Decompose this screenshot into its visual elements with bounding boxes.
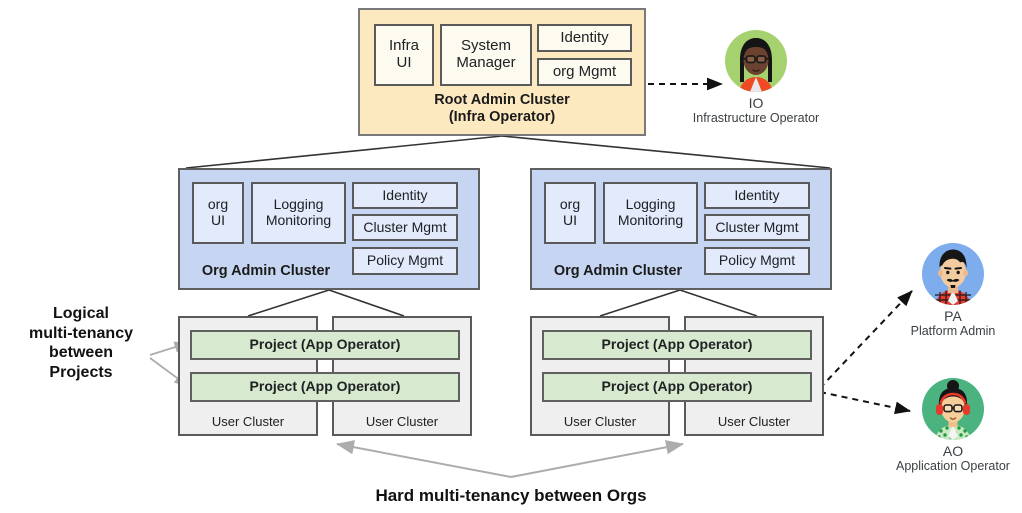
project-b1[interactable]: Project (App Operator) [542, 330, 812, 360]
org-b-component-org-ui[interactable]: org UI [544, 182, 596, 244]
root-component-system-manager-line1: System [460, 37, 511, 55]
root-component-infra-ui[interactable]: Infra UI [374, 24, 434, 86]
persona-pa-abbr: PA [944, 308, 962, 324]
project-b2[interactable]: Project (App Operator) [542, 372, 812, 402]
user-cluster-b1-label: User Cluster [563, 414, 637, 429]
logical-multitenancy-label-line1: Logical [52, 305, 109, 322]
root-component-infra-ui-line1: Infra [388, 37, 419, 55]
logical-multitenancy-label-line3: between [48, 344, 113, 362]
project-to-ao-dashed-arrow [819, 391, 911, 415]
woman-glasses-avatar-icon [725, 30, 787, 92]
user-cluster-a2-label: User Cluster [365, 414, 439, 429]
pa-avatar-svg [935, 249, 971, 305]
persona-ao[interactable]: AO Application Operator [878, 378, 1022, 474]
project-a1[interactable]: Project (App Operator) [190, 330, 460, 360]
org-b-component-logging-monitoring-line2: Monitoring [617, 212, 684, 228]
org-b-component-cluster-mgmt[interactable]: Cluster Mgmt [704, 214, 810, 241]
org-a-component-logging-monitoring-line2: Monitoring [265, 212, 332, 228]
root-admin-cluster-title: Root Admin Cluster (Infra Operator) [358, 92, 646, 126]
persona-io-abbr: IO [748, 95, 764, 111]
root-component-system-manager[interactable]: System Manager [440, 24, 532, 86]
hard-tenancy-double-arrow [336, 440, 684, 478]
org-b-component-identity[interactable]: Identity [704, 182, 810, 209]
man-mustache-avatar-icon [922, 243, 984, 305]
persona-pa-role: Platform Admin [910, 324, 996, 339]
io-avatar-svg [739, 38, 773, 92]
project-to-pa-dashed-arrow [819, 290, 913, 389]
woman-headphones-avatar-icon [922, 378, 984, 440]
org-a-component-policy-mgmt[interactable]: Policy Mgmt [352, 247, 458, 275]
logical-multitenancy-label-line4: Projects [49, 363, 113, 381]
org-b-component-org-ui-line2: UI [563, 212, 577, 228]
org-b-component-org-ui-line1: org [559, 196, 581, 213]
org-a-component-org-ui[interactable]: org UI [192, 182, 244, 244]
org-b-component-logging-monitoring-line1: Logging [625, 196, 676, 213]
root-component-identity[interactable]: Identity [537, 24, 632, 52]
org-a-component-logging-monitoring-line1: Logging [273, 196, 324, 213]
root-component-org-mgmt[interactable]: org Mgmt [537, 58, 632, 86]
org-b-to-user-cluster-connectors [599, 289, 758, 317]
user-cluster-b2-label: User Cluster [717, 414, 791, 429]
logical-multitenancy-label: Logical multi-tenancy between Projects [16, 304, 146, 382]
org-a-to-user-cluster-connectors [247, 289, 405, 317]
org-a-component-org-ui-line2: UI [211, 212, 225, 228]
org-admin-cluster-b-title: Org Admin Cluster [553, 263, 683, 279]
root-admin-cluster-title-line1: Root Admin Cluster [434, 92, 570, 108]
org-a-component-logging-monitoring[interactable]: Logging Monitoring [251, 182, 346, 244]
org-admin-cluster-a-title: Org Admin Cluster [201, 263, 331, 279]
org-b-component-policy-mgmt[interactable]: Policy Mgmt [704, 247, 810, 275]
persona-ao-abbr: AO [942, 443, 964, 459]
persona-io-role: Infrastructure Operator [692, 111, 820, 126]
org-a-component-cluster-mgmt[interactable]: Cluster Mgmt [352, 214, 458, 241]
org-a-component-identity[interactable]: Identity [352, 182, 458, 209]
root-to-org-connectors [185, 135, 831, 169]
project-a2[interactable]: Project (App Operator) [190, 372, 460, 402]
persona-pa[interactable]: PA Platform Admin [878, 243, 1022, 339]
root-admin-cluster-title-line2: (Infra Operator) [448, 109, 556, 126]
root-component-infra-ui-line2: UI [396, 54, 412, 71]
org-b-component-logging-monitoring[interactable]: Logging Monitoring [603, 182, 698, 244]
hard-multitenancy-label: Hard multi-tenancy between Orgs [375, 486, 647, 505]
logical-multitenancy-label-line2: multi-tenancy [28, 324, 133, 342]
ao-avatar-svg [935, 380, 971, 440]
org-a-component-org-ui-line1: org [207, 196, 229, 213]
user-cluster-a1-label: User Cluster [211, 414, 285, 429]
root-component-system-manager-line2: Manager [456, 54, 516, 71]
persona-io[interactable]: IO Infrastructure Operator [681, 30, 831, 126]
persona-ao-role: Application Operator [896, 459, 1010, 474]
